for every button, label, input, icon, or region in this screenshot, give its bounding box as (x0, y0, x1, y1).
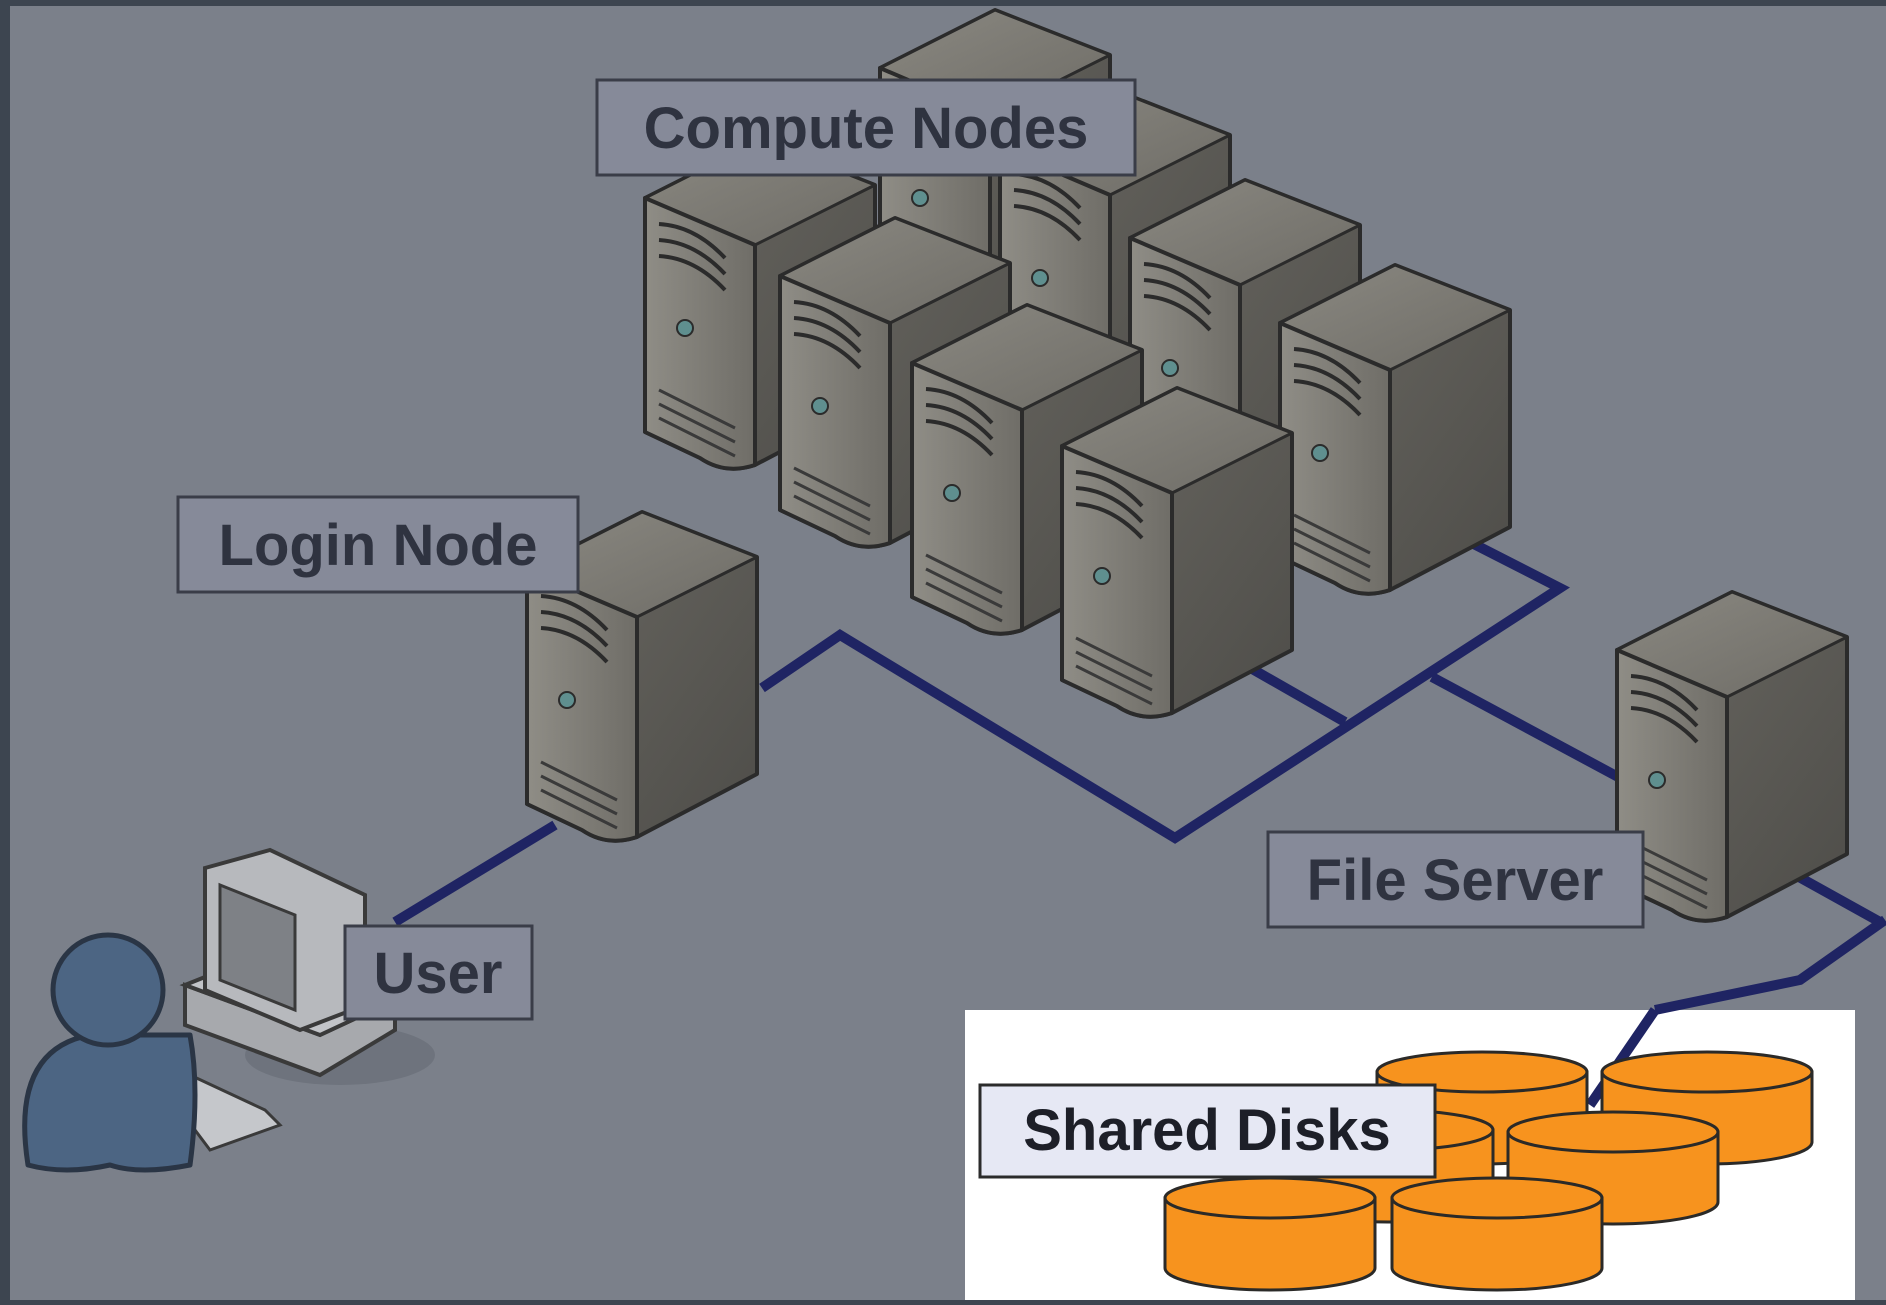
network-lines (392, 533, 1883, 927)
svg-text:Shared Disks: Shared Disks (1023, 1098, 1391, 1163)
file-server (1615, 590, 1849, 923)
svg-text:User: User (374, 941, 503, 1006)
svg-text:File Server: File Server (1307, 848, 1604, 913)
user-label: User (343, 924, 534, 1021)
file-server-label: File Server (1266, 830, 1645, 929)
server-icon (1278, 263, 1512, 596)
compute-nodes-label: Compute Nodes (595, 78, 1137, 177)
shared-disks-label: Shared Disks (978, 1083, 1437, 1179)
server-icon (1615, 590, 1849, 923)
desktop-computer-icon (178, 847, 435, 1152)
shared-disks-panel: Shared Disks (965, 915, 1886, 1300)
user-workstation (22, 847, 435, 1173)
server-icon (1060, 386, 1294, 719)
login-node-label: Login Node (176, 495, 580, 594)
svg-text:Compute Nodes: Compute Nodes (644, 96, 1089, 161)
svg-text:Login Node: Login Node (219, 513, 538, 578)
user-icon (22, 932, 198, 1173)
